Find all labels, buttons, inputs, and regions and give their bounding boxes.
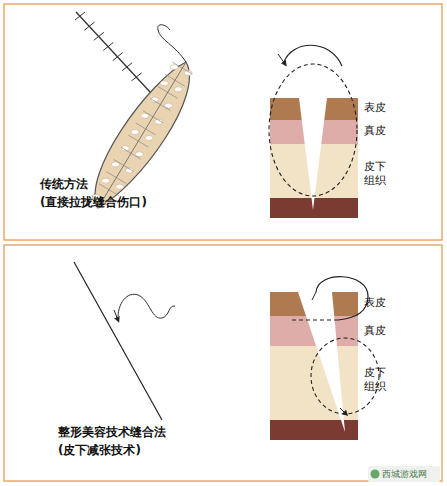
layer-label: 皮下组织 xyxy=(364,160,386,188)
watermark-badge xyxy=(368,466,440,482)
watermark-icon xyxy=(371,470,380,479)
wound-drawing xyxy=(75,12,192,208)
method-caption: 传统方法 xyxy=(40,176,88,192)
method-caption: (直接拉拢缝合伤口) xyxy=(40,194,147,210)
layer-label: 表皮 xyxy=(364,101,386,116)
layer-label: 表皮 xyxy=(364,296,386,311)
method-caption: (皮下减张技术) xyxy=(58,442,141,458)
skin-section xyxy=(270,277,379,440)
layer-label: 真皮 xyxy=(364,324,386,339)
layer-label: 皮下组织 xyxy=(364,366,386,394)
panel-frame xyxy=(4,245,442,481)
watermark: 西城游戏网 xyxy=(382,468,427,480)
method-caption: 整形美容技术缝合法 xyxy=(58,424,166,440)
layer-label: 真皮 xyxy=(364,124,386,139)
incision-line xyxy=(74,262,175,420)
skin-section xyxy=(269,45,358,218)
panel-frame xyxy=(4,4,442,240)
